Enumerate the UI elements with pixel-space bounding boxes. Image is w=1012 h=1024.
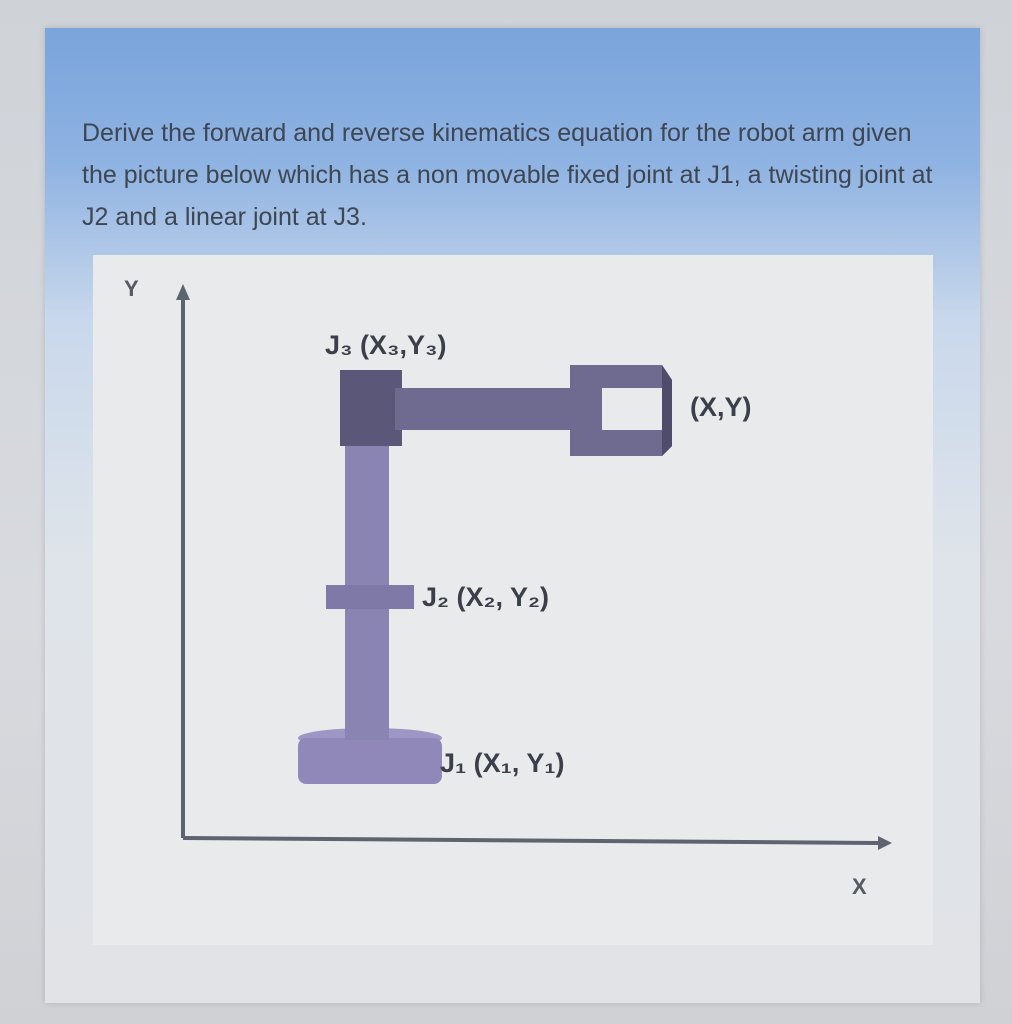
joint3-block — [340, 370, 402, 446]
robot-base — [298, 738, 442, 784]
joint3-label: J₃ (X₃,Y₃) — [325, 330, 447, 360]
question-text: Derive the forward and reverse kinematic… — [82, 119, 933, 231]
diagram-panel — [93, 255, 933, 945]
joint1-label: J₁ (X₁, Y₁) — [440, 748, 565, 778]
joint2-label: J₂ (X₂, Y₂) — [422, 582, 550, 612]
y-axis-label: Y — [124, 276, 139, 301]
y-axis-arrow — [176, 284, 190, 300]
horizontal-arm — [395, 388, 590, 430]
end-effector-label: (X,Y) — [690, 392, 752, 422]
x-axis-label: X — [852, 874, 867, 899]
joint2-collar — [326, 585, 414, 609]
gripper — [570, 365, 672, 456]
gripper-shade — [662, 365, 672, 456]
arm-column — [345, 410, 389, 740]
x-axis — [182, 836, 879, 845]
x-axis-arrow — [878, 836, 892, 850]
